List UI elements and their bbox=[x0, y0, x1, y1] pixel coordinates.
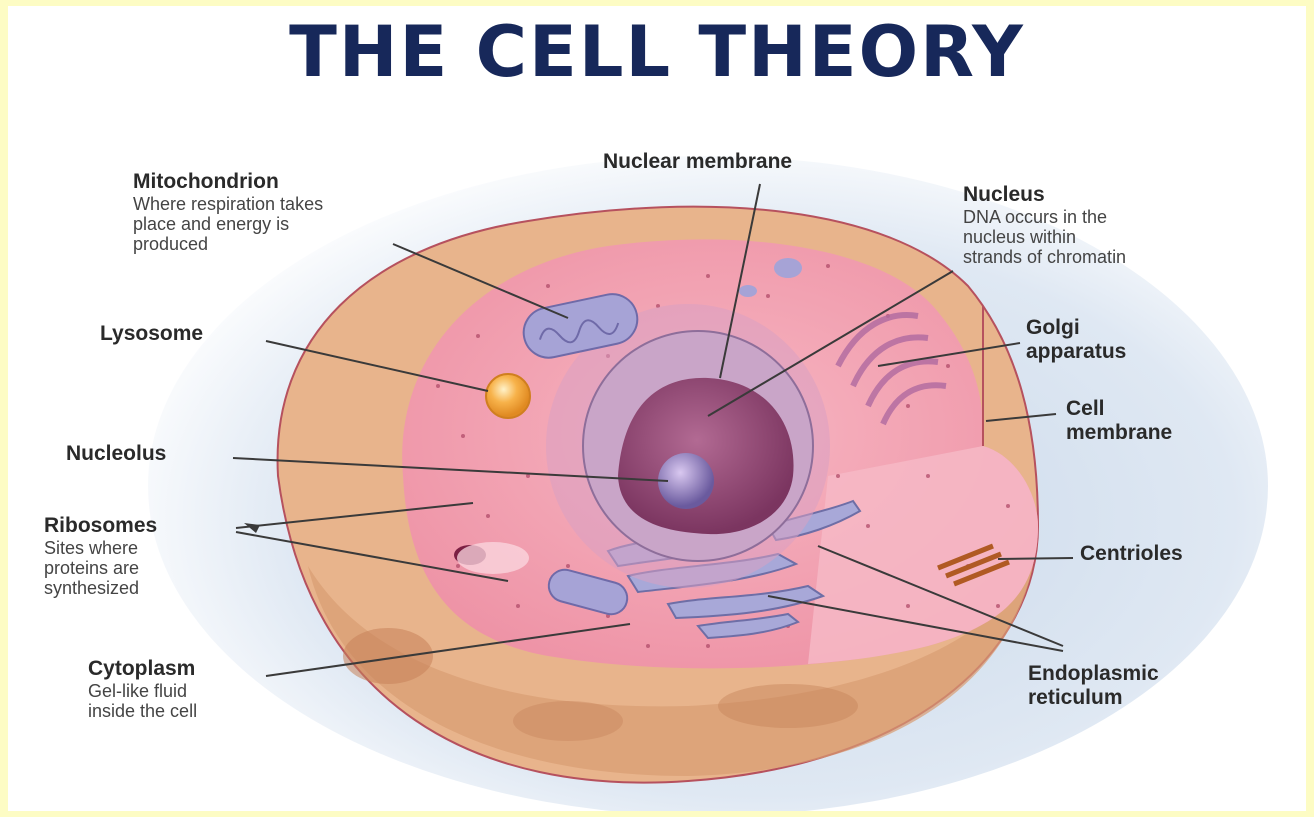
label-mitochondrion: Mitochondrion Where respiration takes pl… bbox=[133, 170, 323, 254]
ribosomes-desc-line: synthesized bbox=[44, 578, 157, 598]
vacuole-highlight bbox=[457, 542, 529, 574]
golgi-name-line: Golgi bbox=[1026, 316, 1126, 340]
label-nuclear-membrane: Nuclear membrane bbox=[603, 150, 792, 174]
label-endoplasmic-reticulum: Endoplasmic reticulum bbox=[1028, 662, 1159, 709]
cytoplasm-name: Cytoplasm bbox=[88, 657, 197, 681]
golgi-name-line: apparatus bbox=[1026, 340, 1126, 364]
rim-spot bbox=[718, 684, 858, 728]
vesicle-shape bbox=[739, 285, 757, 297]
centrioles-name: Centrioles bbox=[1080, 542, 1183, 566]
er-name-line: reticulum bbox=[1028, 686, 1159, 710]
label-cell-membrane: Cell membrane bbox=[1066, 397, 1172, 444]
cytoplasm-desc-line: inside the cell bbox=[88, 701, 197, 721]
nucleus-desc-line: nucleus within bbox=[963, 227, 1126, 247]
label-lysosome: Lysosome bbox=[100, 322, 203, 346]
mitochondrion-desc-line: produced bbox=[133, 234, 323, 254]
vesicle-shape bbox=[774, 258, 802, 278]
rim-spot bbox=[343, 628, 433, 684]
mitochondrion-name: Mitochondrion bbox=[133, 170, 323, 194]
ribosomes-name: Ribosomes bbox=[44, 514, 157, 538]
ribosomes-desc-line: proteins are bbox=[44, 558, 157, 578]
mitochondrion-desc-line: place and energy is bbox=[133, 214, 323, 234]
nucleus-desc-line: strands of chromatin bbox=[963, 247, 1126, 267]
page-title: THE CELL THEORY bbox=[8, 12, 1306, 92]
cell-membrane-name-line: membrane bbox=[1066, 421, 1172, 445]
label-golgi: Golgi apparatus bbox=[1026, 316, 1126, 363]
cytoplasm-desc-line: Gel-like fluid bbox=[88, 681, 197, 701]
label-ribosomes: Ribosomes Sites where proteins are synth… bbox=[44, 514, 157, 598]
label-nucleolus: Nucleolus bbox=[66, 442, 166, 466]
nucleus-desc-line: DNA occurs in the bbox=[963, 207, 1126, 227]
label-centrioles: Centrioles bbox=[1080, 542, 1183, 566]
cell-membrane-name-line: Cell bbox=[1066, 397, 1172, 421]
nucleus-name: Nucleus bbox=[963, 183, 1126, 207]
lysosome-name: Lysosome bbox=[100, 322, 203, 346]
nuclear-membrane-name: Nuclear membrane bbox=[603, 150, 792, 174]
label-nucleus: Nucleus DNA occurs in the nucleus within… bbox=[963, 183, 1126, 267]
nucleolus-name: Nucleolus bbox=[66, 442, 166, 466]
er-name-line: Endoplasmic bbox=[1028, 662, 1159, 686]
diagram-canvas: THE CELL THEORY Mitochondrion Where resp… bbox=[8, 6, 1306, 811]
ribosomes-desc-line: Sites where bbox=[44, 538, 157, 558]
lysosome-shape bbox=[486, 374, 530, 418]
label-cytoplasm: Cytoplasm Gel-like fluid inside the cell bbox=[88, 657, 197, 721]
rim-spot bbox=[513, 701, 623, 741]
mitochondrion-desc-line: Where respiration takes bbox=[133, 194, 323, 214]
leader-centrioles bbox=[998, 558, 1073, 559]
